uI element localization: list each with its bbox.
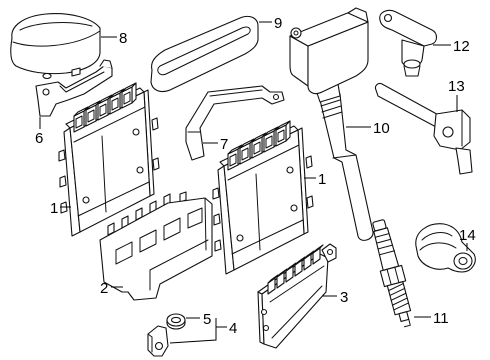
callout-1-left: 1 — [50, 200, 58, 217]
part-10-drawing — [289, 7, 374, 241]
part-9-drawing — [150, 15, 259, 93]
callout-7: 7 — [220, 136, 228, 153]
callout-4: 4 — [229, 320, 237, 337]
part-12-drawing — [379, 9, 438, 77]
part-3-drawing — [257, 243, 337, 349]
callout-2: 2 — [100, 280, 108, 297]
callout-12: 12 — [453, 38, 470, 55]
part-14-drawing — [415, 223, 476, 273]
callout-13: 13 — [448, 78, 465, 95]
callout-5: 5 — [203, 311, 211, 328]
leader-line-4 — [169, 318, 227, 344]
leader-lines — [39, 21, 468, 344]
callout-1-right: 1 — [318, 171, 326, 188]
callout-labels: 8 9 12 6 7 10 13 1 1 14 2 3 5 4 11 — [35, 15, 476, 337]
callout-9: 9 — [274, 15, 282, 32]
part-5-drawing — [166, 313, 186, 330]
callout-10: 10 — [373, 120, 390, 137]
callout-6: 6 — [35, 130, 43, 147]
part-13-drawing — [374, 82, 473, 175]
part-7-drawing — [185, 85, 285, 161]
part-2-drawing — [99, 191, 213, 301]
callout-11: 11 — [433, 310, 449, 327]
part-8-drawing — [10, 13, 101, 80]
callout-8: 8 — [119, 30, 127, 47]
part-11-drawing — [372, 219, 412, 328]
callout-14: 14 — [459, 227, 476, 244]
callout-3: 3 — [340, 289, 348, 306]
part-4-drawing — [147, 325, 169, 357]
part-1-left-drawing — [58, 82, 160, 237]
part-6-drawing — [35, 59, 113, 117]
